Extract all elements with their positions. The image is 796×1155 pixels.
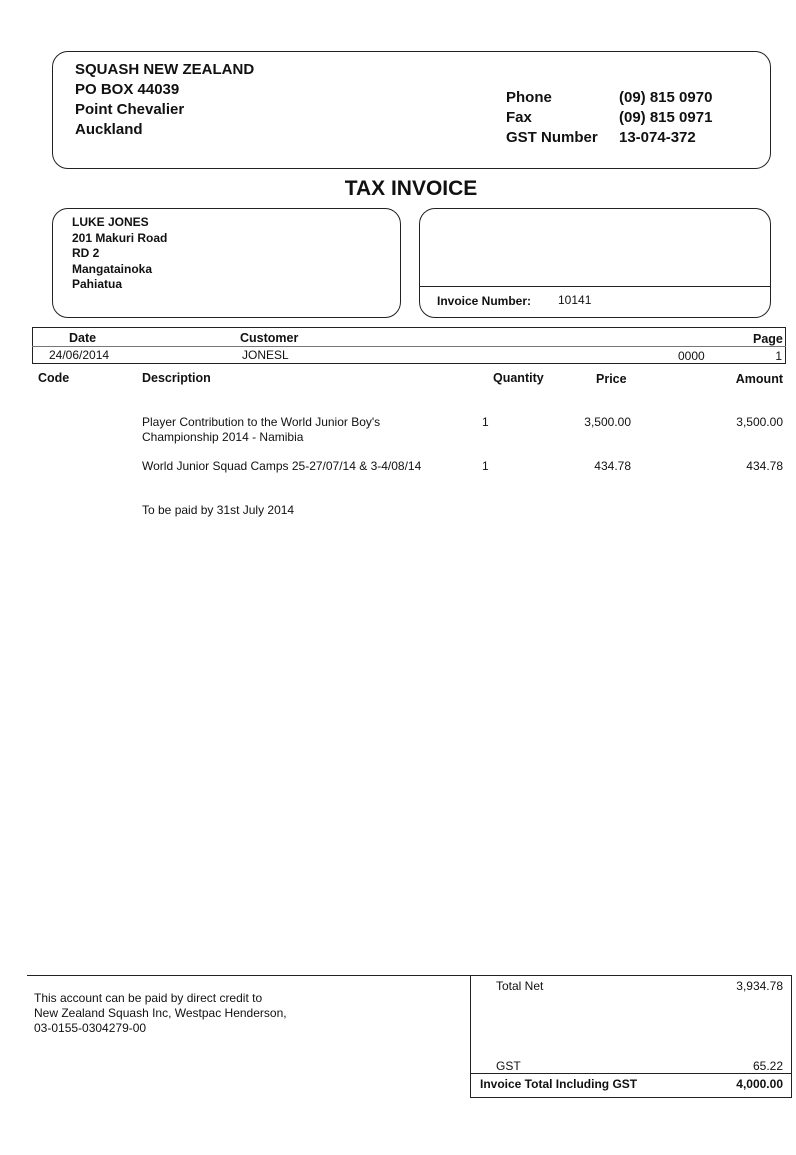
info-row-box (32, 327, 786, 364)
phone-label: Phone (506, 89, 552, 106)
customer-address-box (52, 208, 401, 318)
column-header-code: Code (38, 371, 70, 385)
phone-value: (09) 815 0970 (619, 89, 713, 106)
gst-number-label: GST Number (506, 129, 598, 146)
gst-number-value: 13-074-372 (619, 129, 696, 146)
line-item-1-price: 3,500.00 (584, 415, 631, 429)
date-value: 24/06/2014 (49, 348, 110, 362)
company-address-line-3: Auckland (75, 121, 143, 138)
column-header-description: Description (142, 371, 211, 385)
company-header-box (52, 51, 771, 169)
date-label: Date (69, 331, 97, 345)
column-header-quantity: Quantity (493, 371, 544, 385)
line-item-1-quantity: 1 (482, 415, 489, 429)
company-address-line-1: PO BOX 44039 (75, 81, 180, 98)
customer-address-line-3: Mangatainoka (72, 262, 153, 276)
totals-box (470, 975, 792, 1098)
customer-name: LUKE JONES (72, 215, 149, 229)
customer-address-line-1: 201 Makuri Road (72, 231, 168, 245)
invoice-number-value: 10141 (558, 293, 592, 307)
totals-divider (471, 1073, 791, 1074)
page-code: 0000 (678, 349, 705, 363)
payment-due-note: To be paid by 31st July 2014 (142, 503, 295, 517)
page-label: Page (753, 332, 783, 346)
gst-label: GST (496, 1059, 521, 1073)
page-number: 1 (775, 349, 782, 363)
fax-label: Fax (506, 109, 532, 126)
page-title: TAX INVOICE (344, 177, 478, 200)
customer-code-value: JONESL (242, 348, 289, 362)
footer-rule (27, 975, 471, 976)
line-item-2-quantity: 1 (482, 459, 489, 473)
line-item-1-description-line-1: Player Contribution to the World Junior … (142, 415, 381, 429)
info-row-divider (32, 346, 786, 347)
invoice-total-value: 4,000.00 (736, 1077, 783, 1091)
invoice-total-label: Invoice Total Including GST (480, 1077, 638, 1091)
invoice-number-divider (420, 286, 770, 287)
invoice-number-box (419, 208, 771, 318)
line-item-1-amount: 3,500.00 (736, 415, 783, 429)
company-name: SQUASH NEW ZEALAND (75, 61, 255, 78)
invoice-number-label: Invoice Number: (437, 294, 532, 308)
company-address-line-2: Point Chevalier (75, 101, 185, 118)
line-item-1-description-line-2: Championship 2014 - Namibia (142, 430, 304, 444)
customer-code-label: Customer (240, 331, 299, 345)
payment-info-line-2: New Zealand Squash Inc, Westpac Henderso… (34, 1006, 287, 1020)
gst-value: 65.22 (752, 1059, 783, 1073)
payment-info-line-1: This account can be paid by direct credi… (34, 991, 263, 1005)
payment-info-line-3: 03-0155-0304279-00 (34, 1021, 147, 1035)
line-item-2-description: World Junior Squad Camps 25-27/07/14 & 3… (142, 459, 422, 473)
line-item-2-amount: 434.78 (746, 459, 783, 473)
total-net-label: Total Net (496, 979, 544, 993)
fax-value: (09) 815 0971 (619, 109, 713, 126)
total-net-value: 3,934.78 (736, 979, 783, 993)
column-header-price: Price (596, 372, 627, 386)
column-header-amount: Amount (735, 372, 783, 386)
customer-address-line-4: Pahiatua (72, 277, 123, 291)
line-item-2-price: 434.78 (594, 459, 631, 473)
customer-address-line-2: RD 2 (72, 246, 100, 260)
